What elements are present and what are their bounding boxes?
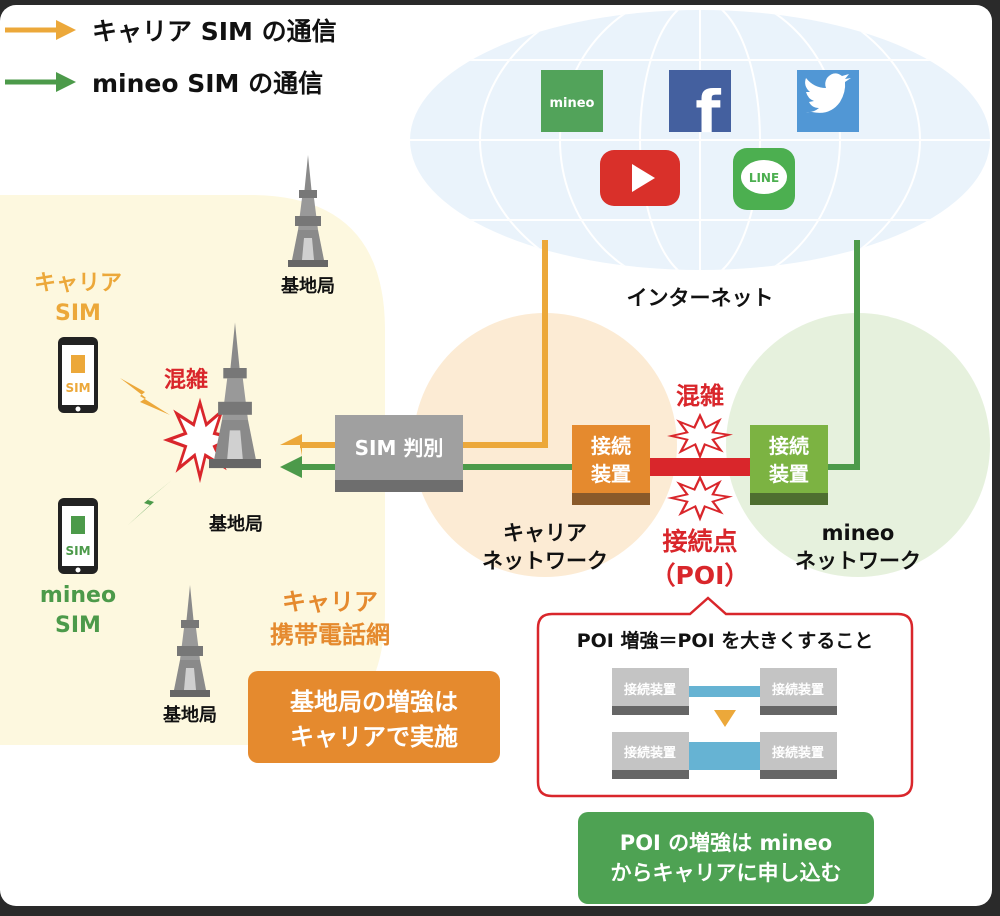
internet-label: インターネット (627, 286, 774, 310)
svg-text:接続: 接続 (769, 434, 809, 458)
poi-explanation-box: POI 増強＝POI を大きくすること 接続装置 接続装置 接続装置 接続装置 (536, 596, 914, 798)
facebook-icon[interactable]: f (669, 70, 731, 146)
svg-text:SIM: SIM (65, 544, 90, 558)
svg-text:キャリア SIM の通信: キャリア SIM の通信 (92, 17, 337, 46)
line-icon[interactable]: LINE (733, 148, 795, 210)
sim-judge-box: SIM 判別 (335, 415, 463, 492)
arrow-down-icon (714, 710, 736, 727)
signal-icon (128, 480, 172, 525)
mineo-network-label: mineo (822, 521, 895, 545)
svg-text:LINE: LINE (749, 171, 779, 185)
carrier-sim-label: キャリア (34, 271, 122, 296)
base-station-label: 基地局 (162, 704, 217, 726)
svg-text:（POI）: （POI） (651, 561, 750, 590)
mineo-phone-icon (58, 498, 98, 574)
svg-text:接続装置: 接続装置 (624, 682, 676, 698)
poi-label: 接続点 (662, 527, 737, 556)
svg-text:ネットワーク: ネットワーク (482, 549, 608, 573)
base-station-label: 基地局 (280, 275, 335, 297)
carrier-connection-device: 接続 装置 (572, 425, 650, 505)
carrier-mobile-network-label: キャリア (282, 588, 378, 616)
svg-text:接続装置: 接続装置 (624, 745, 676, 761)
legend-carrier: キャリア SIM の通信 (5, 17, 337, 46)
svg-text:装置: 装置 (768, 462, 809, 486)
svg-text:SIM: SIM (55, 301, 101, 326)
svg-text:SIM: SIM (65, 381, 90, 395)
poi-note: POI の増強は mineo からキャリアに申し込む (578, 812, 874, 904)
carrier-network-label: キャリア (503, 521, 587, 545)
svg-text:接続: 接続 (591, 434, 631, 458)
svg-text:POI の増強は mineo: POI の増強は mineo (620, 831, 832, 855)
legend-mineo: mineo SIM の通信 (5, 69, 323, 98)
mineo-app-icon[interactable]: mineo (541, 70, 603, 132)
svg-text:からキャリアに申し込む: からキャリアに申し込む (611, 861, 842, 885)
svg-text:接続装置: 接続装置 (772, 682, 824, 698)
svg-text:SIM: SIM (55, 613, 101, 638)
signal-icon (120, 378, 170, 415)
mineo-sim-label: mineo (40, 583, 116, 608)
base-station-note: 基地局の増強は キャリアで実施 (248, 671, 500, 763)
poi-congestion-label: 混雑 (676, 382, 724, 410)
svg-text:接続装置: 接続装置 (772, 745, 824, 761)
base-station-label: 基地局 (208, 513, 263, 535)
youtube-icon[interactable] (600, 150, 680, 206)
svg-text:キャリアで実施: キャリアで実施 (290, 723, 458, 751)
mineo-sim-path (828, 240, 860, 470)
svg-text:基地局の増強は: 基地局の増強は (290, 688, 458, 716)
svg-text:mineo SIM の通信: mineo SIM の通信 (92, 69, 323, 98)
svg-text:ネットワーク: ネットワーク (795, 549, 921, 573)
svg-text:装置: 装置 (590, 462, 631, 486)
svg-text:携帯電話網: 携帯電話網 (270, 621, 390, 649)
svg-text:SIM 判別: SIM 判別 (355, 436, 444, 460)
svg-text:f: f (695, 78, 721, 146)
carrier-mobile-network-region (0, 195, 385, 745)
mineo-connection-device: 接続 装置 (750, 425, 828, 505)
carrier-phone-icon (58, 337, 98, 413)
svg-text:mineo: mineo (549, 96, 594, 111)
svg-text:POI 増強＝POI を大きくすること: POI 増強＝POI を大きくすること (577, 629, 874, 652)
congestion-label: 混雑 (164, 367, 208, 393)
twitter-icon[interactable] (797, 70, 859, 132)
